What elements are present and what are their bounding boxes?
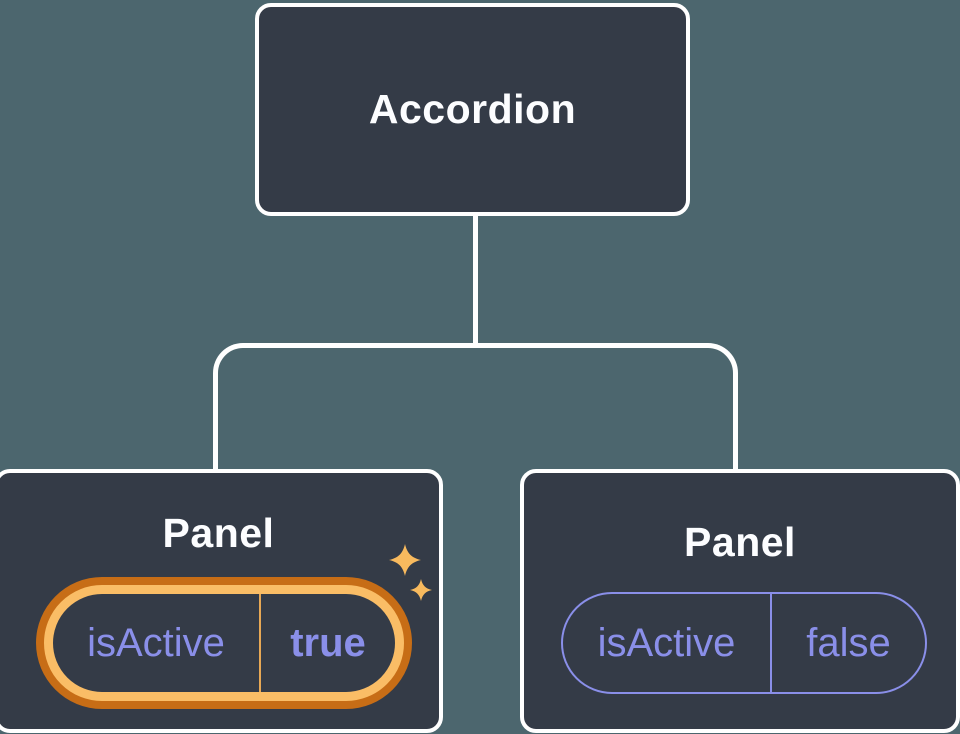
node-accordion: Accordion bbox=[255, 3, 690, 216]
connector-root-stem bbox=[473, 214, 478, 345]
prop-value: false bbox=[772, 594, 925, 692]
connector-branch-bracket bbox=[213, 343, 738, 469]
node-accordion-label: Accordion bbox=[368, 86, 577, 132]
prop-name: isActive bbox=[53, 594, 261, 692]
prop-name: isActive bbox=[563, 594, 772, 692]
node-panel-inactive-label: Panel bbox=[684, 519, 796, 565]
prop-pill-active: isActive true bbox=[44, 585, 404, 701]
node-panel-inactive: Panel isActive false bbox=[520, 469, 960, 733]
prop-name-text: isActive bbox=[597, 620, 736, 665]
prop-value-text: false bbox=[806, 620, 891, 665]
sparkles-icon bbox=[389, 544, 432, 601]
prop-value: true bbox=[261, 594, 395, 692]
node-panel-active: Panel isActive true bbox=[0, 469, 443, 733]
node-panel-active-label: Panel bbox=[162, 510, 275, 556]
prop-value-text: true bbox=[290, 620, 366, 665]
prop-name-text: isActive bbox=[87, 620, 225, 665]
prop-pill-inactive: isActive false bbox=[561, 592, 927, 694]
